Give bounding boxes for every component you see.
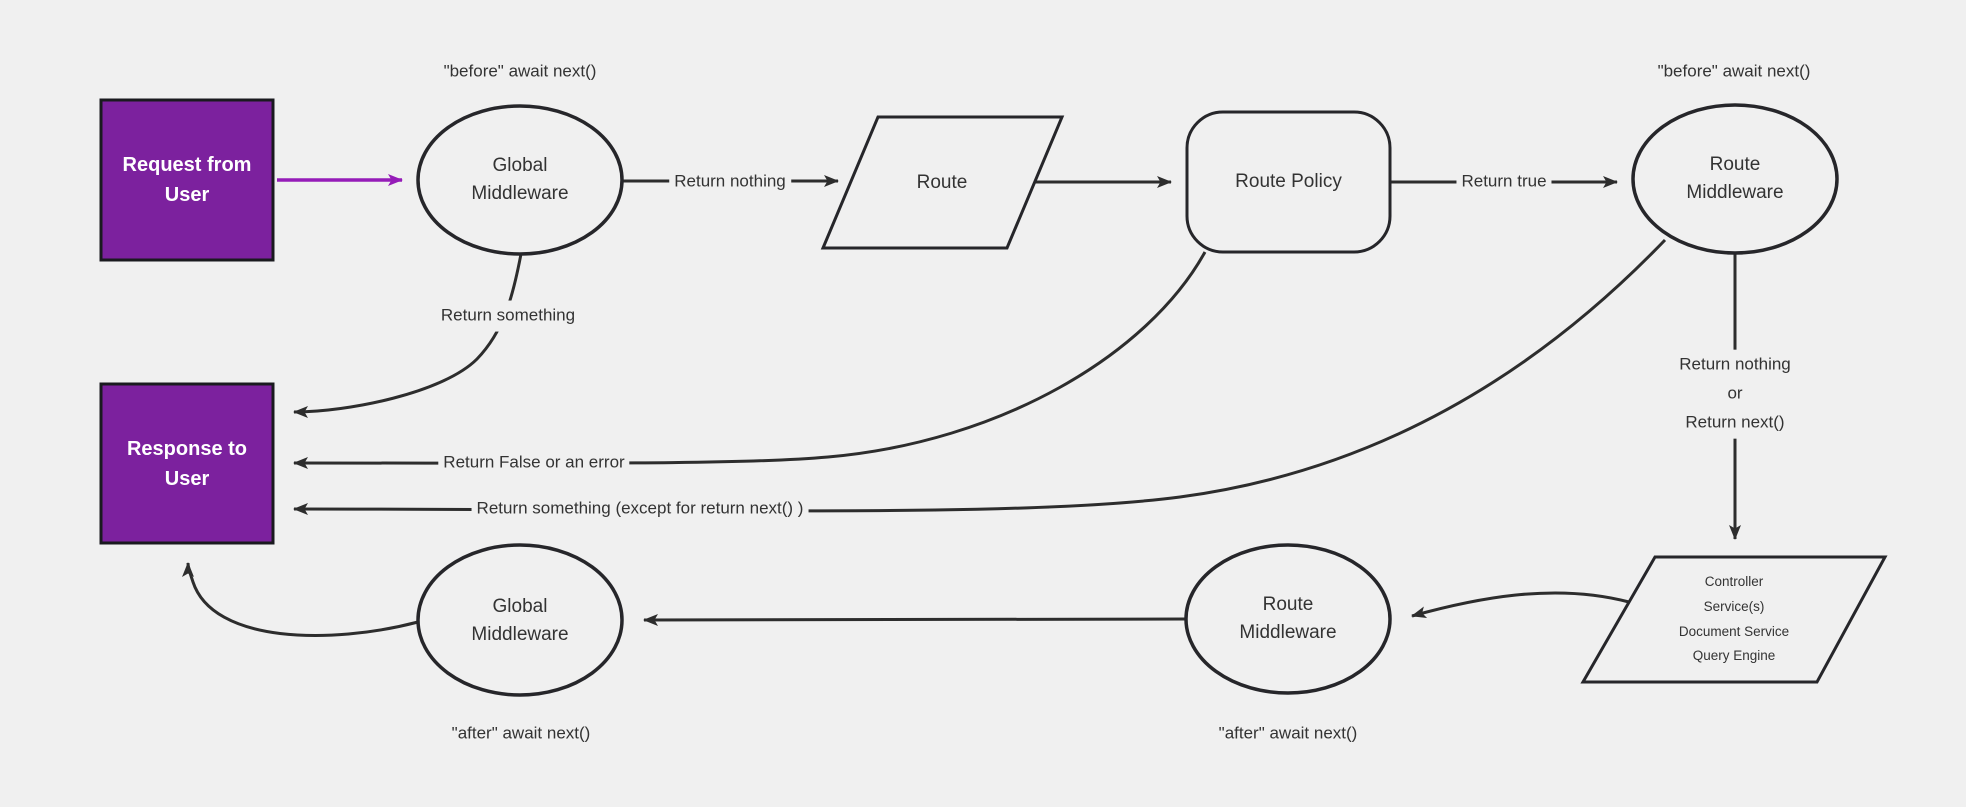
edge-route-middleware-bottom-to-global-middleware-bottom — [643, 613, 1187, 626]
request-node-shape — [99, 98, 275, 262]
edge-global-middleware-return-something — [293, 253, 523, 418]
route-node-shape — [820, 115, 1065, 250]
global-middleware-bottom-shape — [416, 543, 624, 697]
response-node-shape — [99, 382, 275, 545]
route-middleware-bottom-shape — [1184, 543, 1392, 695]
edge-route-middleware-return-something-except — [293, 238, 1667, 516]
edge-global-middleware-bottom-to-response — [182, 562, 419, 638]
route-policy-shape — [1185, 110, 1392, 254]
edge-controller-to-route-middleware-bottom — [1411, 591, 1630, 619]
global-middleware-top-shape — [416, 104, 624, 256]
edge-route-policy-return-false — [293, 251, 1207, 470]
route-middleware-top-shape — [1631, 103, 1839, 255]
controller-node-shape — [1580, 555, 1888, 684]
